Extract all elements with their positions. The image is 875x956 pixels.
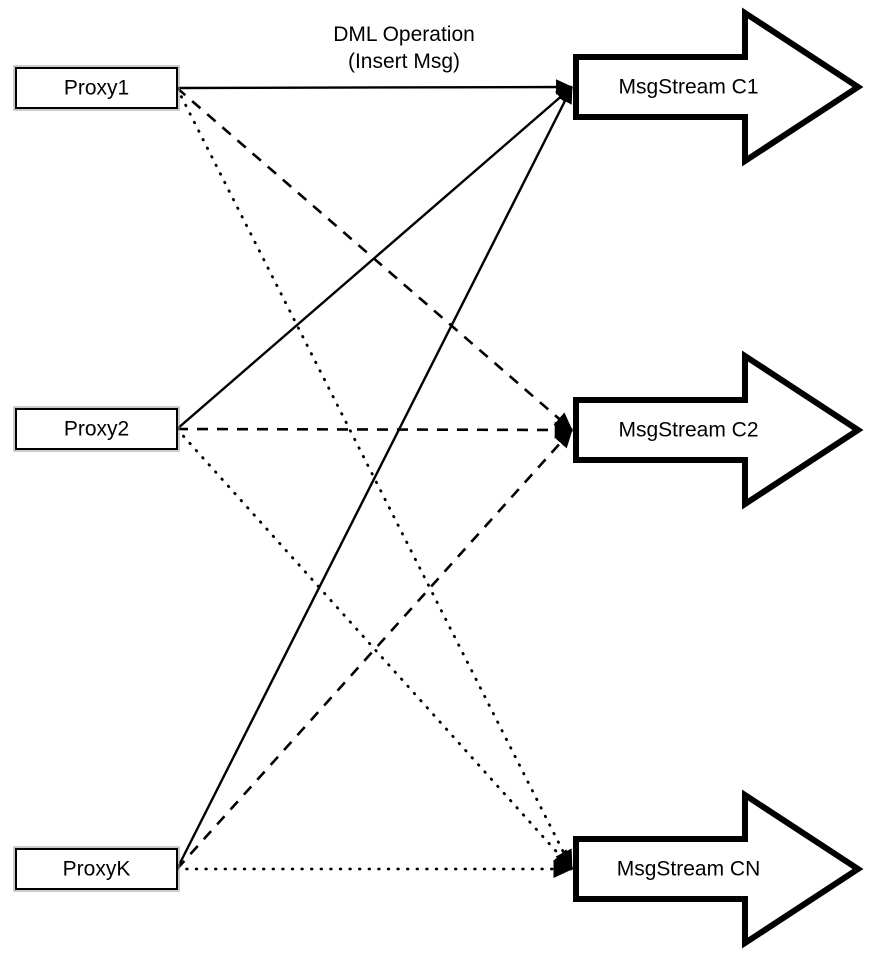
proxy-box-rect [15,67,178,109]
proxy-box-outline [13,846,180,892]
edge-label-dml-operation: DML Operation (Insert Msg) [333,23,475,73]
connection-p1-cn[interactable] [175,86,574,871]
stream-node-stream_c1[interactable]: MsgStream C1 [573,7,864,167]
edge-label-line1: DML Operation [333,23,475,46]
proxy-node-proxy1[interactable]: Proxy1 [13,65,180,111]
stream-arrow-shape [573,350,864,510]
proxy-box-rect [15,848,178,890]
connection-p1-c1[interactable] [176,79,573,95]
stream-node-stream_cn[interactable]: MsgStream CN [573,789,864,949]
connection-line-solid[interactable] [176,79,573,95]
proxy-label: ProxyK [63,858,131,881]
proxy-node-proxy2[interactable]: Proxy2 [13,406,180,452]
stream-label: MsgStream C2 [618,419,758,442]
proxy-box-outline [13,406,180,452]
stream-label: MsgStream C1 [618,76,758,99]
proxy-box-outline [13,65,180,111]
proxy-label: Proxy2 [64,418,129,441]
proxy-label: Proxy1 [64,77,129,100]
connection-line-dotted[interactable] [175,86,574,871]
stream-arrow-shape [573,789,864,949]
connection-line-dashed[interactable] [176,421,573,439]
connection-line-solid[interactable] [176,86,573,430]
connection-line-solid[interactable] [175,86,574,870]
connection-line-dashed[interactable] [176,429,573,870]
stream-node-stream_c2[interactable]: MsgStream C2 [573,350,864,510]
proxy-box-rect [15,408,178,450]
connections-layer [175,79,574,879]
proxy-node-proxyk[interactable]: ProxyK [13,846,180,892]
edge-label-line2: (Insert Msg) [348,50,460,73]
connection-pk-c2[interactable] [176,429,573,870]
connection-p2-c2[interactable] [176,421,573,439]
connection-p2-c1[interactable] [176,86,573,430]
streams-layer: MsgStream C1 MsgStream C2 MsgStream CN [573,7,864,949]
connection-pk-c1[interactable] [175,86,574,870]
stream-label: MsgStream CN [617,858,761,881]
stream-arrow-shape [573,7,864,167]
